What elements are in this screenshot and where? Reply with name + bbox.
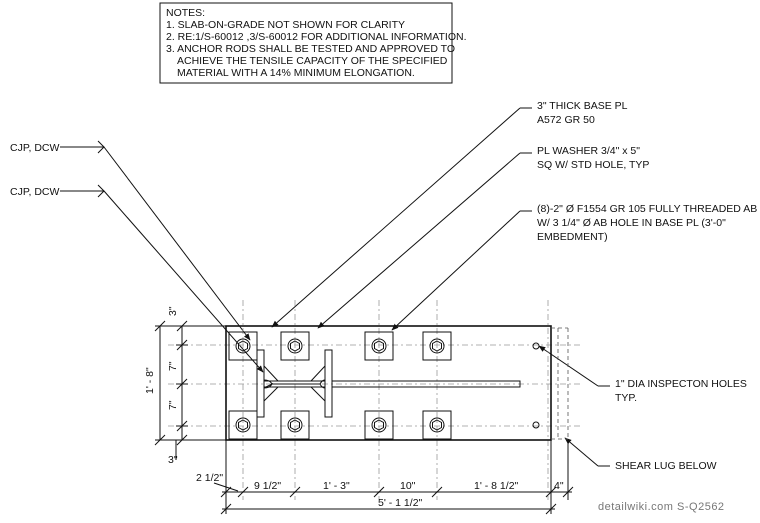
anchor-rod	[422, 410, 452, 440]
base-plate-outline	[225, 325, 552, 441]
dim-d5: 4"	[554, 480, 564, 492]
inspection-hole	[532, 421, 540, 429]
washer-plate	[422, 331, 452, 361]
note-line: ACHIEVE THE TENSILE CAPACITY OF THE SPEC…	[177, 55, 448, 67]
note-line: MATERIAL WITH A 14% MINIMUM ELONGATION.	[177, 67, 415, 79]
anchor-rods	[228, 331, 452, 440]
callout-text: PL WASHER 3/4" x 5"	[537, 145, 640, 157]
anchor-rod	[228, 410, 258, 440]
callout-text: EMBEDMENT)	[537, 231, 608, 243]
nut-icon	[238, 340, 248, 352]
washer-plate	[422, 410, 452, 440]
anchor-rod	[280, 331, 310, 361]
anchor-rod	[364, 410, 394, 440]
washer-plate	[364, 410, 394, 440]
dim-overall-height: 1' - 8"	[144, 367, 156, 394]
notes-box: NOTES: 1. SLAB-ON-GRADE NOT SHOWN FOR CL…	[159, 2, 467, 84]
weld-callout-bottom: CJP, DCW	[10, 184, 264, 373]
nut-icon	[374, 340, 384, 352]
notes-header: NOTES:	[166, 7, 205, 19]
nut-icon	[290, 340, 300, 352]
callout-text: 1" DIA INSPECTON HOLES	[615, 378, 747, 390]
weld-label: CJP, DCW	[10, 186, 59, 198]
washer-plate	[280, 410, 310, 440]
dim-bottom-edge: 3"	[168, 454, 178, 466]
center-lines	[168, 300, 580, 500]
inspection-hole	[532, 342, 540, 350]
nut-icon	[238, 419, 248, 431]
dim-d4: 1' - 8 1/2"	[474, 480, 519, 492]
note-line: 3. ANCHOR RODS SHALL BE TESTED AND APPRO…	[166, 43, 455, 55]
dim-left-edge: 2 1/2"	[196, 472, 223, 484]
callout-text: A572 GR 50	[537, 114, 595, 126]
callout-text: W/ 3 1/4" Ø AB HOLE IN BASE PL (3'-0"	[537, 217, 726, 229]
watermark: detailwiki.com S-Q2562	[598, 501, 725, 513]
callout-text: SHEAR LUG BELOW	[615, 460, 717, 472]
weld-label: CJP, DCW	[10, 142, 59, 154]
vertical-dimensions: 3" 7" 7" 1' - 8" 3"	[144, 306, 226, 466]
dim-top-edge: 3"	[167, 306, 179, 316]
anchor-rod	[228, 331, 258, 361]
callout-anchor-rods: (8)-2" Ø F1554 GR 105 FULLY THREADED AB …	[391, 203, 757, 331]
washer-plate	[228, 331, 258, 361]
washer-plate	[364, 331, 394, 361]
washer-plate	[228, 410, 258, 440]
callout-base-plate: 3" THICK BASE PL A572 GR 50	[271, 100, 628, 328]
callout-text: (8)-2" Ø F1554 GR 105 FULLY THREADED AB	[537, 203, 757, 215]
column-section	[256, 349, 521, 418]
horizontal-dimensions: 2 1/2" 9 1/2" 1' - 3" 10" 1' - 8 1/2" 4"…	[196, 440, 574, 515]
stiffener-plate	[331, 380, 521, 388]
callout-inspection-holes: 1" DIA INSPECTON HOLES TYP.	[538, 345, 747, 404]
anchor-rod	[422, 331, 452, 361]
callout-text: SQ W/ STD HOLE, TYP	[537, 159, 649, 171]
weld-callout-top: CJP, DCW	[10, 140, 251, 341]
anchor-rod	[364, 331, 394, 361]
inspection-holes	[532, 342, 540, 429]
column-flange	[324, 349, 333, 418]
dim-overall-width: 5' - 1 1/2"	[378, 497, 423, 509]
washer-plate	[280, 331, 310, 361]
dim-d3: 10"	[400, 480, 416, 492]
anchor-rod	[280, 410, 310, 440]
nut-icon	[374, 419, 384, 431]
note-line: 2. RE:1/S-60012 ,3/S-60012 FOR ADDITIONA…	[166, 31, 467, 43]
dim-lower: 7"	[167, 400, 179, 410]
note-line: 1. SLAB-ON-GRADE NOT SHOWN FOR CLARITY	[166, 19, 405, 31]
callout-washer: PL WASHER 3/4" x 5" SQ W/ STD HOLE, TYP	[317, 145, 649, 329]
nut-icon	[432, 340, 442, 352]
dim-d1: 9 1/2"	[254, 480, 281, 492]
base-plate	[225, 325, 569, 441]
column-flange	[256, 349, 265, 418]
callout-text: TYP.	[615, 392, 637, 404]
dim-d2: 1' - 3"	[323, 480, 350, 492]
notes-border	[159, 2, 453, 84]
nut-icon	[290, 419, 300, 431]
callout-text: 3" THICK BASE PL	[537, 100, 628, 112]
dim-upper: 7"	[167, 361, 179, 371]
callout-shear-lug: SHEAR LUG BELOW	[564, 437, 717, 472]
nut-icon	[432, 419, 442, 431]
